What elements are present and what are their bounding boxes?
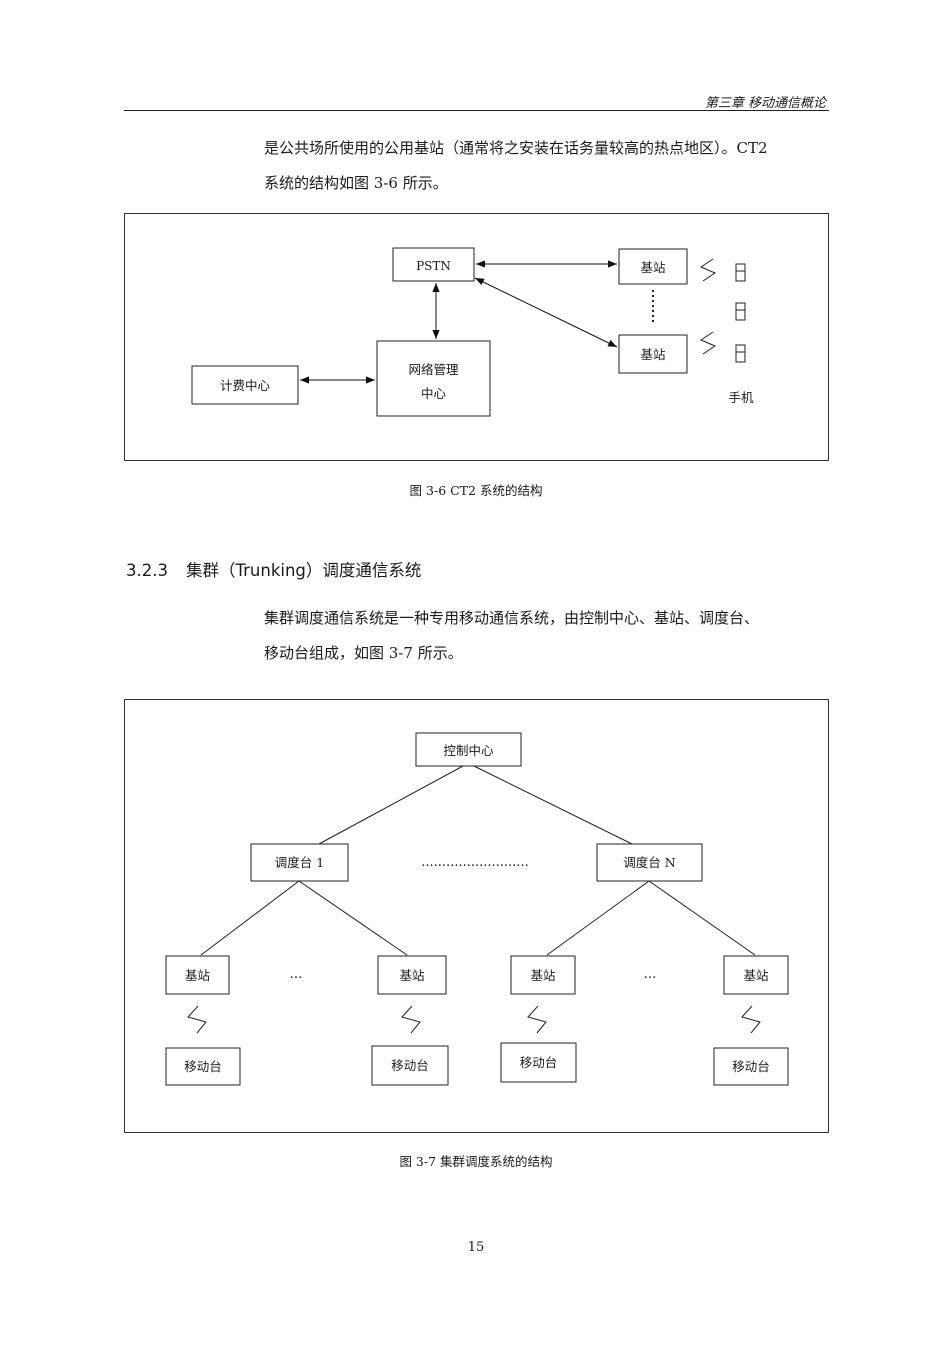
figure-3-7-diagram: 控制中心 调度台 1 调度台 N .......................… <box>165 732 789 1086</box>
radio-link-icon <box>699 331 717 355</box>
paragraph-line: 集群调度通信系统是一种专用移动通信系统，由控制中心、基站、调度台、 <box>264 609 760 627</box>
dispatcher-ellipsis: .......................... <box>421 855 528 870</box>
section-heading: 3.2.3 集群（Trunking）调度通信系统 <box>126 557 421 581</box>
mobile-station-box <box>165 1047 241 1086</box>
header-rule <box>124 110 829 111</box>
connection-line <box>298 880 408 956</box>
paragraph-line: 是公共场所使用的公用基站（通常将之安装在话务量较高的热点地区）。CT2 <box>264 139 768 157</box>
base-station-label: 基站 <box>185 968 210 983</box>
connection-line <box>200 880 300 956</box>
base-station-label: 基站 <box>399 968 424 983</box>
pstn-box <box>392 247 475 282</box>
base-station-label: 基站 <box>743 968 768 983</box>
control-center-label: 控制中心 <box>443 743 494 758</box>
radio-link-icon <box>187 1005 207 1034</box>
connection-line <box>546 880 650 956</box>
mobile-station-box <box>371 1045 449 1086</box>
handset-label: 手机 <box>728 390 754 405</box>
base-station-label: 基站 <box>640 347 665 362</box>
network-mgmt-box <box>376 340 491 417</box>
base-station-box <box>510 955 576 995</box>
base-station-box <box>377 955 447 995</box>
radio-link-icon <box>741 1005 761 1034</box>
handset-icon <box>735 344 746 363</box>
base-ellipsis: … <box>644 967 657 982</box>
network-mgmt-label: 网络管理 <box>408 362 459 377</box>
base-station-box <box>723 955 789 995</box>
base-station-box <box>165 955 230 995</box>
base-station-label: 基站 <box>640 260 665 275</box>
pstn-base-arrow <box>474 277 618 348</box>
page-number: 15 <box>467 1240 485 1255</box>
dispatcher-label: 调度台 1 <box>275 855 324 870</box>
chapter-header: 第三章 移动通信概论 <box>704 96 826 111</box>
dispatcher-label: 调度台 N <box>623 855 675 870</box>
section-number: 3.2.3 <box>126 561 168 580</box>
connection-line <box>318 765 464 845</box>
network-mgmt-label: 中心 <box>421 386 447 401</box>
paragraph-line: 移动台组成，如图 3-7 所示。 <box>264 644 463 662</box>
handset-icon <box>735 302 746 321</box>
paragraph-line: 系统的结构如图 3-6 所示。 <box>264 174 448 192</box>
mobile-station-label: 移动台 <box>732 1059 770 1074</box>
mobile-station-label: 移动台 <box>184 1059 222 1074</box>
control-center-box <box>415 732 522 767</box>
connection-line <box>648 880 756 956</box>
base-ellipsis: … <box>290 967 303 982</box>
figure-caption: 图 3-7 集群调度系统的结构 <box>399 1154 553 1169</box>
billing-center-box <box>191 365 299 405</box>
mobile-station-box <box>500 1042 577 1083</box>
figure-3-7-frame: 控制中心 调度台 1 调度台 N .......................… <box>124 699 829 1133</box>
base-station-box <box>618 334 688 374</box>
handset-icon <box>735 263 746 282</box>
pstn-label: PSTN <box>416 259 451 273</box>
figure-3-6-diagram: PSTN 基站 基站 网络管理 中心 计费中心 <box>191 247 754 417</box>
mobile-station-label: 移动台 <box>391 1058 429 1073</box>
billing-center-label: 计费中心 <box>220 378 271 393</box>
base-station-label: 基站 <box>530 968 555 983</box>
mobile-station-label: 移动台 <box>520 1055 558 1070</box>
radio-link-icon <box>527 1005 547 1034</box>
figure-3-6-frame: PSTN 基站 基站 网络管理 中心 计费中心 <box>124 213 829 461</box>
section-title: 集群（Trunking）调度通信系统 <box>185 561 422 580</box>
radio-link-icon <box>699 258 717 282</box>
figure-caption: 图 3-6 CT2 系统的结构 <box>409 483 543 498</box>
connection-line <box>473 765 633 845</box>
radio-link-icon <box>401 1005 421 1034</box>
base-station-box <box>618 248 688 285</box>
mobile-station-box <box>713 1047 789 1086</box>
